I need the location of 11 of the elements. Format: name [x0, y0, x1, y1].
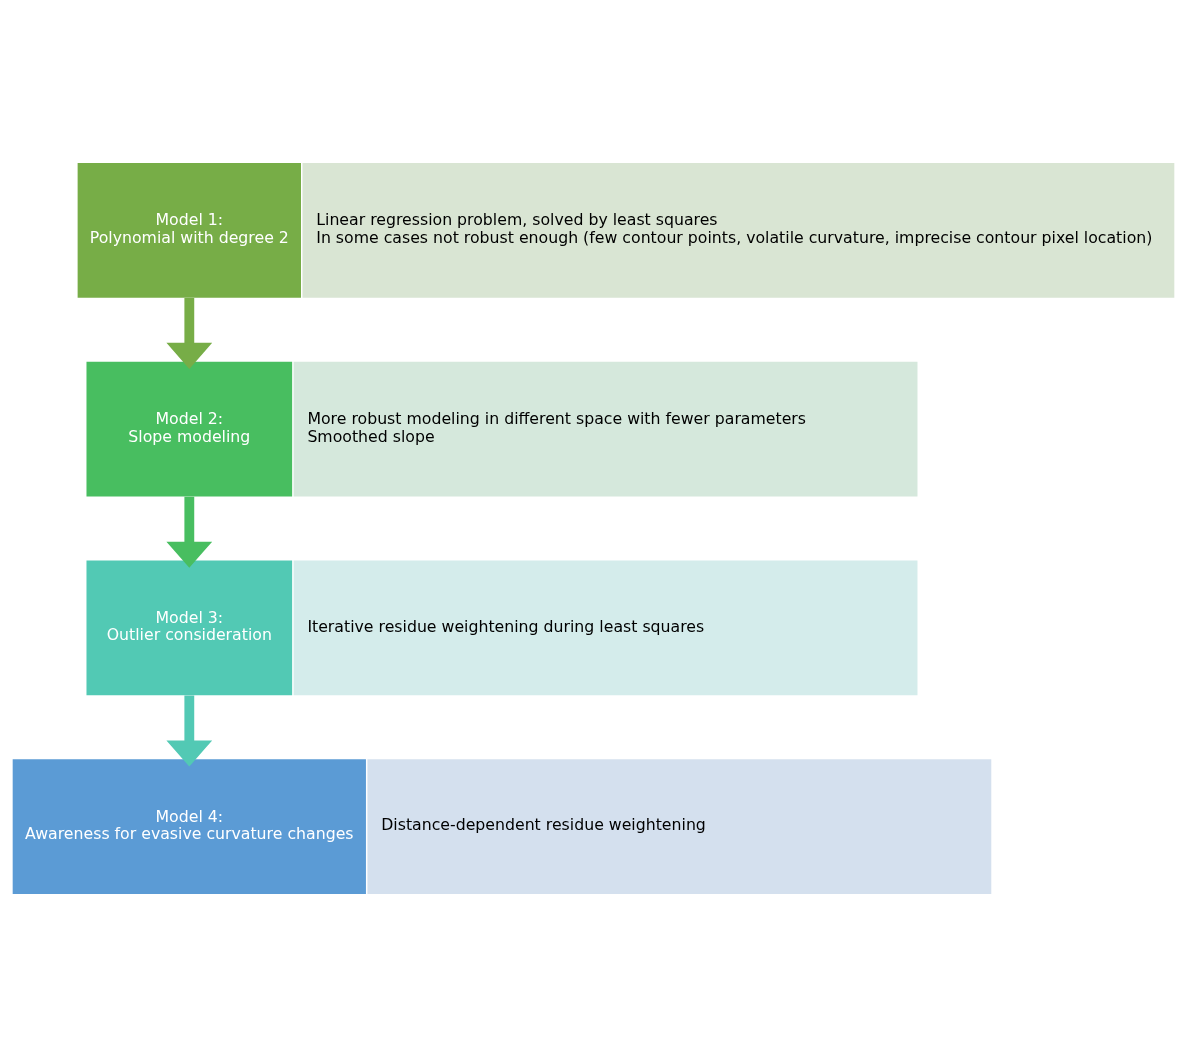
arrow — [166, 496, 213, 568]
node-box: Model 2: Slope modeling — [86, 361, 293, 496]
node-box: Distance-dependent residue weightening — [367, 758, 992, 894]
node-box: More robust modeling in different space with fewer parameters Smoothed slope — [293, 361, 918, 496]
arrow — [166, 297, 213, 369]
arrow — [166, 695, 213, 767]
node-box: Iterative residue weightening during least squares — [293, 560, 918, 695]
node-box: Model 4: Awareness for evasive curvature changes — [12, 758, 366, 894]
node-box: Model 1: Polynomial with degree 2 — [77, 162, 301, 298]
node-box: Linear regression problem, solved by least squares In some cases not robust enough (few contour points, volatile curvature, imprecise contour pixel location) — [302, 162, 1175, 298]
node-box: Model 3: Outlier consideration — [86, 560, 293, 695]
